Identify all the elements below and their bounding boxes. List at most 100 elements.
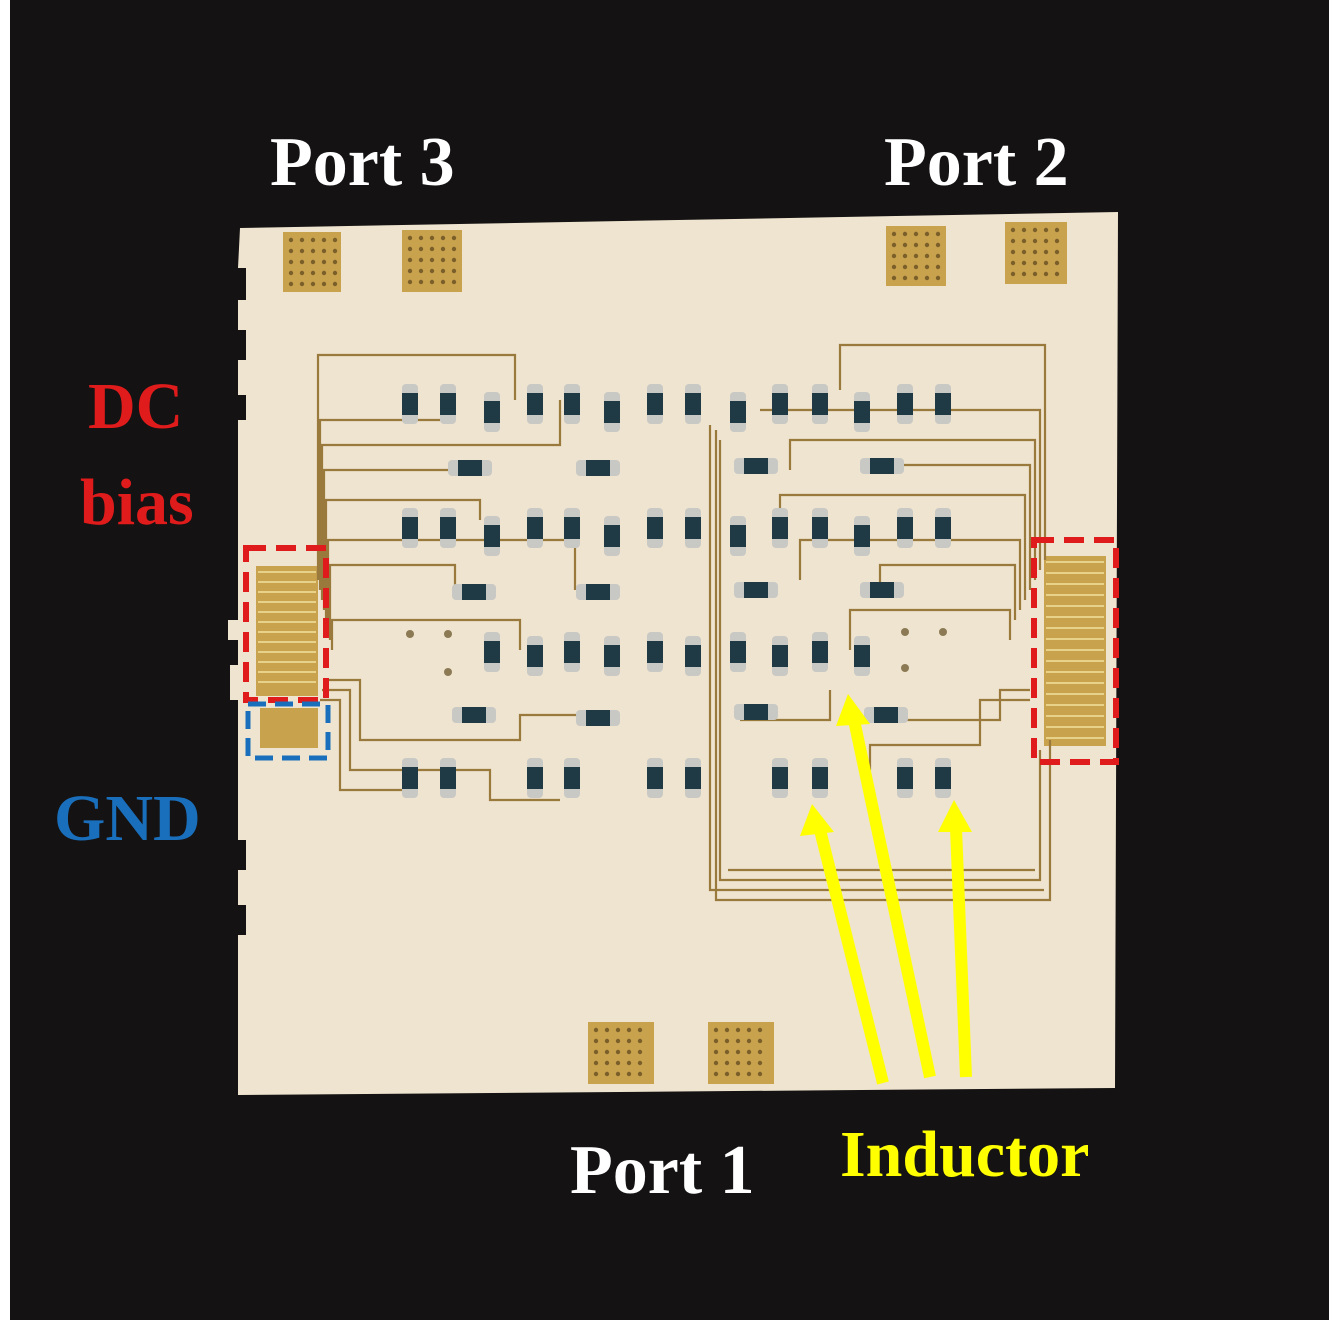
component-horizontal-body — [870, 458, 894, 474]
component-vertical-body — [730, 525, 746, 547]
pad-via-dots — [288, 227, 1060, 1077]
via-dot — [310, 248, 316, 254]
via-dot — [891, 275, 897, 281]
via-dot — [407, 268, 413, 274]
via-dot — [288, 281, 294, 287]
pad-fingers — [258, 561, 1104, 739]
pcb-board — [228, 212, 1118, 1095]
via-dot — [1054, 249, 1060, 255]
via-dot — [1010, 238, 1016, 244]
component-vertical-body — [527, 645, 543, 667]
via-dot — [418, 235, 424, 241]
via-dot — [451, 246, 457, 252]
trace — [328, 563, 457, 640]
via-dot — [604, 1027, 610, 1033]
component-vertical-body — [604, 401, 620, 423]
via-dot — [935, 231, 941, 237]
via-dot — [626, 1060, 632, 1066]
smd-components — [402, 384, 951, 798]
component-vertical-body — [564, 393, 580, 415]
via-dot — [440, 279, 446, 285]
via-dot — [1032, 271, 1038, 277]
trace — [330, 618, 522, 650]
component-vertical-body — [685, 645, 701, 667]
via-dot — [615, 1038, 621, 1044]
component-vertical-body — [647, 641, 663, 663]
port2-label: Port 2 — [884, 124, 1069, 201]
via-dot — [418, 257, 424, 263]
component-vertical-body — [685, 767, 701, 789]
via-dot — [735, 1060, 741, 1066]
via-dot — [604, 1049, 610, 1055]
via-dot — [724, 1060, 730, 1066]
via-dot — [757, 1038, 763, 1044]
dc-bias-label-line2: bias — [80, 466, 194, 539]
via-dot — [332, 281, 338, 287]
via-dot — [913, 264, 919, 270]
component-vertical-body — [647, 767, 663, 789]
trace — [718, 440, 1042, 882]
via-dot — [935, 253, 941, 259]
via-dot — [1010, 249, 1016, 255]
via-dot — [746, 1071, 752, 1077]
via-dot — [310, 259, 316, 265]
via-dot — [299, 281, 305, 287]
inductor-arrowhead-3 — [938, 800, 972, 832]
trace — [838, 343, 1047, 560]
component-vertical-body — [440, 517, 456, 539]
trace — [320, 698, 410, 792]
via-dot — [637, 1060, 643, 1066]
via-dot — [935, 264, 941, 270]
component-vertical-body — [772, 767, 788, 789]
via-dot — [637, 1027, 643, 1033]
component-horizontal-body — [586, 584, 610, 600]
via-dot — [288, 237, 294, 243]
component-vertical-body — [685, 393, 701, 415]
inductor-arrow-1 — [814, 828, 889, 1085]
via-dot — [407, 257, 413, 263]
trace — [868, 698, 1030, 770]
via-dot — [891, 231, 897, 237]
gnd-label: GND — [54, 782, 201, 855]
trace — [760, 408, 1042, 570]
port1-pads — [588, 1022, 774, 1084]
via-dot — [1010, 260, 1016, 266]
component-vertical-body — [647, 393, 663, 415]
component-vertical-body — [564, 641, 580, 663]
component-horizontal-body — [744, 582, 768, 598]
via-dot — [1021, 227, 1027, 233]
via-dot — [1032, 238, 1038, 244]
via-dot — [924, 231, 930, 237]
via-dot — [735, 1027, 741, 1033]
trace — [324, 678, 600, 742]
via-dot — [615, 1027, 621, 1033]
component-vertical-body — [812, 767, 828, 789]
via-dot — [1043, 249, 1049, 255]
dc-bias-label-line1: DC — [88, 370, 184, 443]
via-dot — [593, 1027, 599, 1033]
inductor-label: Inductor — [840, 1118, 1090, 1191]
component-vertical-body — [564, 517, 580, 539]
via-dot — [757, 1060, 763, 1066]
trace — [900, 688, 1030, 722]
via-dot — [746, 1038, 752, 1044]
via-dot — [1054, 227, 1060, 233]
via-dot — [924, 275, 930, 281]
via-dot — [451, 279, 457, 285]
via-dot — [299, 237, 305, 243]
trace — [848, 608, 1012, 650]
via-dot — [418, 246, 424, 252]
via-dot — [440, 235, 446, 241]
via-dot — [407, 235, 413, 241]
via-dot — [321, 237, 327, 243]
via-dot — [891, 242, 897, 248]
via-dot — [299, 259, 305, 265]
via-dot — [593, 1049, 599, 1055]
inductor-arrow-2 — [848, 718, 936, 1079]
via-dot — [891, 253, 897, 259]
gnd-pad — [260, 708, 318, 748]
board-vias — [406, 628, 947, 676]
via-dot — [1032, 260, 1038, 266]
component-vertical-body — [812, 393, 828, 415]
via-dot — [1054, 271, 1060, 277]
